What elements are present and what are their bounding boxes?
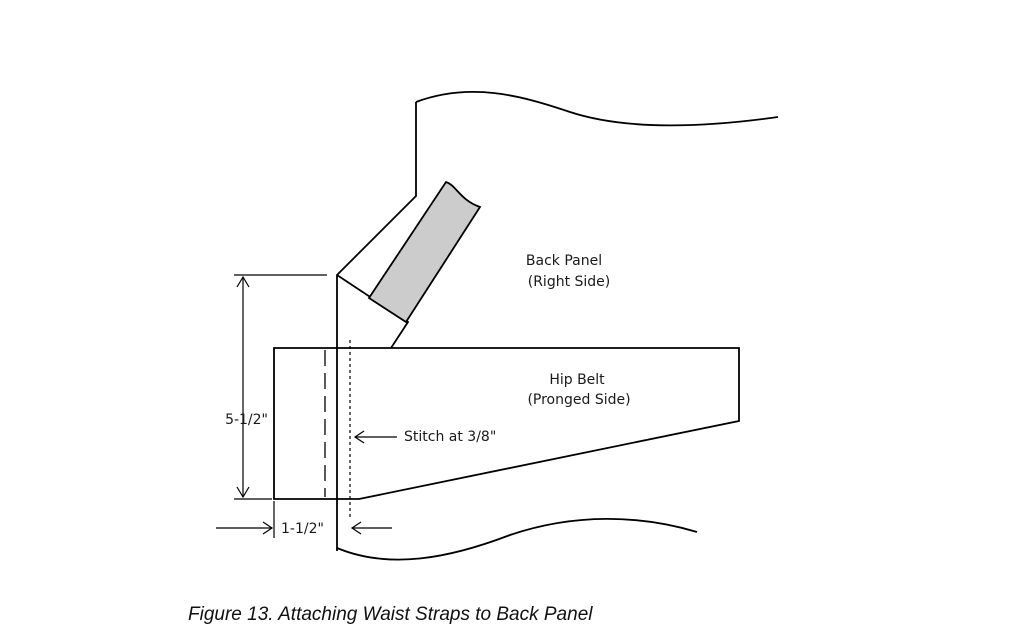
hip-belt-sublabel: (Pronged Side) [527, 392, 630, 408]
stitch-arrow [353, 430, 397, 444]
figure-caption: Figure 13. Attaching Waist Straps to Bac… [188, 604, 593, 625]
stitch-label: Stitch at 3/8" [404, 429, 496, 445]
height-dimension-label: 5-1/2" [225, 412, 268, 428]
waist-strap [367, 180, 482, 324]
hip-belt-outline [273, 347, 740, 500]
strap-attachment-outline [336, 274, 410, 349]
back-panel-sublabel: (Right Side) [528, 274, 611, 290]
back-panel-label: Back Panel [526, 253, 602, 269]
back-panel-bottom-edge [336, 517, 698, 561]
back-panel-left-edge [336, 102, 417, 551]
width-dimension-label: 1-1/2" [281, 521, 324, 537]
width-dimension [216, 501, 392, 538]
back-panel-top-edge [415, 91, 779, 127]
height-dimension [234, 274, 327, 500]
hip-belt-label: Hip Belt [549, 372, 605, 388]
